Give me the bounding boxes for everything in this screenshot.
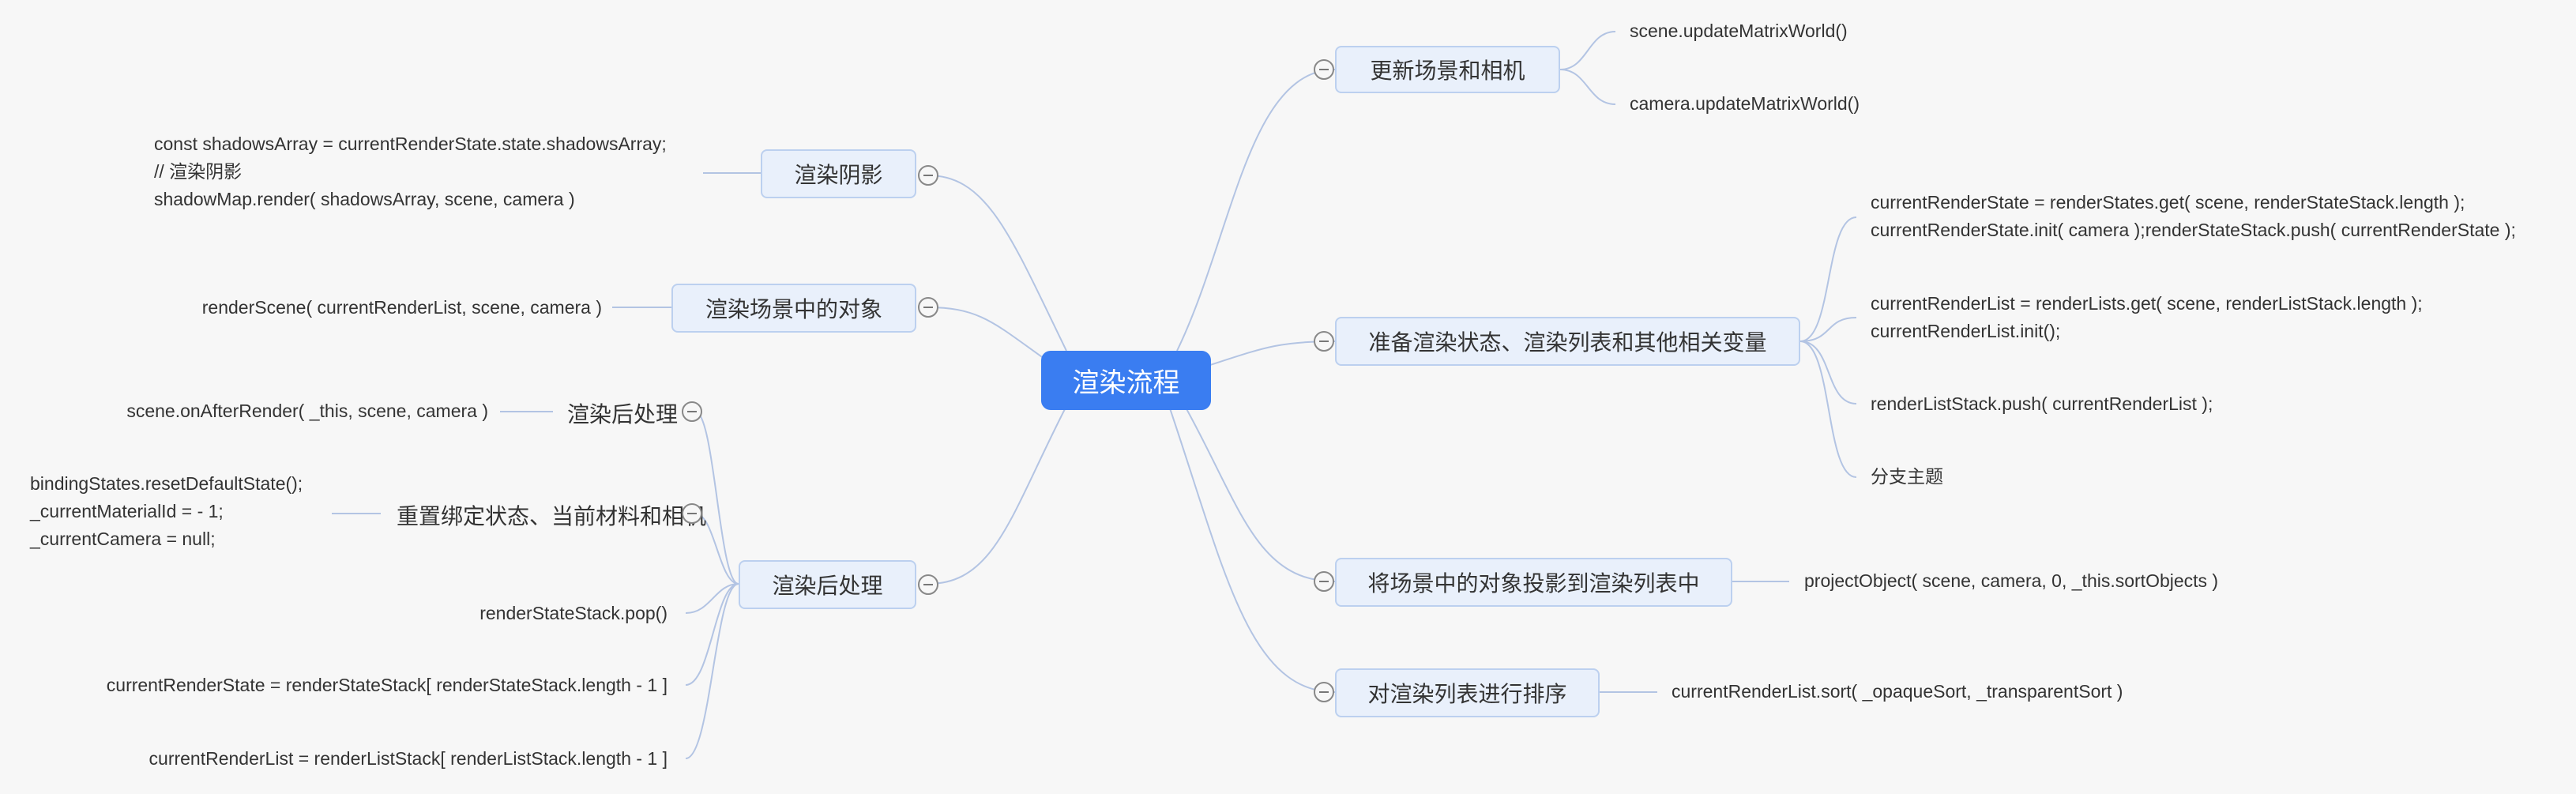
edge-prepare-3 [1799, 341, 1857, 405]
collapse-shadows-icon[interactable] [918, 165, 938, 186]
topic-shadows[interactable]: 渲染阴影 [761, 149, 916, 198]
code-prepare-branch[interactable]: 分支主题 [1871, 466, 1943, 487]
edge-prepare-2 [1799, 317, 1857, 342]
code-on-after-render[interactable]: scene.onAfterRender( _this, scene, camer… [126, 401, 488, 421]
topic-project[interactable]: 将场景中的对象投影到渲染列表中 [1335, 558, 1732, 607]
edge-prepare-4 [1799, 341, 1857, 478]
code-update-camera[interactable]: camera.updateMatrixWorld() [1630, 93, 1860, 114]
code-reset-bindings[interactable]: bindingStates.resetDefaultState(); _curr… [30, 473, 303, 549]
topic-label: 渲染后处理 [772, 573, 883, 599]
code-current-render-state[interactable]: currentRenderState = renderStateStack[ r… [106, 675, 668, 695]
collapse-prepare-icon[interactable] [1314, 331, 1334, 352]
code-prepare-renderlist[interactable]: currentRenderList = renderLists.get( sce… [1871, 293, 2423, 341]
code-shadows[interactable]: const shadowsArray = currentRenderState.… [154, 134, 667, 209]
collapse-sub-reset-icon[interactable] [682, 503, 702, 524]
edge-prepare-1 [1799, 216, 1857, 342]
topic-label: 渲染阴影 [794, 162, 883, 188]
code-render-scene[interactable]: renderScene( currentRenderList, scene, c… [201, 297, 602, 318]
root-label: 渲染流程 [1072, 367, 1180, 399]
topic-label: 将场景中的对象投影到渲染列表中 [1367, 570, 1700, 596]
code-prepare-renderstate[interactable]: currentRenderState = renderStates.get( s… [1871, 192, 2516, 240]
topic-label: 渲染场景中的对象 [705, 296, 882, 322]
topic-post[interactable]: 渲染后处理 [739, 560, 916, 609]
edge-post-sub1 [694, 411, 739, 585]
edge-post-i2 [685, 583, 739, 686]
topic-label: 对渲染列表进行排序 [1367, 681, 1567, 707]
collapse-render-scene-icon[interactable] [918, 297, 938, 318]
edge-post-i1 [685, 583, 739, 614]
code-render-state-pop[interactable]: renderStateStack.pop() [479, 603, 668, 623]
topic-label: 准备渲染状态、渲染列表和其他相关变量 [1368, 329, 1767, 356]
collapse-post-icon[interactable] [918, 574, 938, 595]
topic-update-scene[interactable]: 更新场景和相机 [1335, 46, 1560, 93]
edge-update-1 [1559, 31, 1616, 70]
code-current-render-list[interactable]: currentRenderList = renderListStack[ ren… [149, 748, 668, 769]
topic-render-scene[interactable]: 渲染场景中的对象 [671, 284, 916, 333]
collapse-update-scene-icon[interactable] [1314, 59, 1334, 80]
topic-prepare[interactable]: 准备渲染状态、渲染列表和其他相关变量 [1335, 317, 1800, 366]
edge-update-2 [1559, 69, 1616, 105]
collapse-project-icon[interactable] [1314, 571, 1334, 592]
code-prepare-push[interactable]: renderListStack.push( currentRenderList … [1871, 393, 2213, 414]
code-sort[interactable]: currentRenderList.sort( _opaqueSort, _tr… [1672, 681, 2123, 702]
edge-root-project [1184, 405, 1336, 582]
edge-root-update [1176, 69, 1336, 352]
edge-root-shadows [927, 175, 1067, 352]
collapse-sub-post-icon[interactable] [682, 401, 702, 422]
topic-label: 更新场景和相机 [1370, 58, 1525, 84]
edge-root-render [927, 307, 1045, 359]
code-update-scene[interactable]: scene.updateMatrixWorld() [1630, 21, 1848, 41]
edge-root-post [927, 405, 1067, 585]
topic-sort[interactable]: 对渲染列表进行排序 [1335, 668, 1600, 717]
code-project[interactable]: projectObject( scene, camera, 0, _this.s… [1804, 570, 2219, 591]
edge-post-i3 [685, 583, 739, 759]
subtopic-post-processing[interactable]: 渲染后处理 [567, 401, 679, 427]
collapse-sort-icon[interactable] [1314, 682, 1334, 702]
root-topic[interactable]: 渲染流程 [1041, 351, 1211, 410]
subtopic-reset-bindings[interactable]: 重置绑定状态、当前材料和相机 [397, 503, 707, 529]
edge-root-sort [1168, 405, 1336, 693]
